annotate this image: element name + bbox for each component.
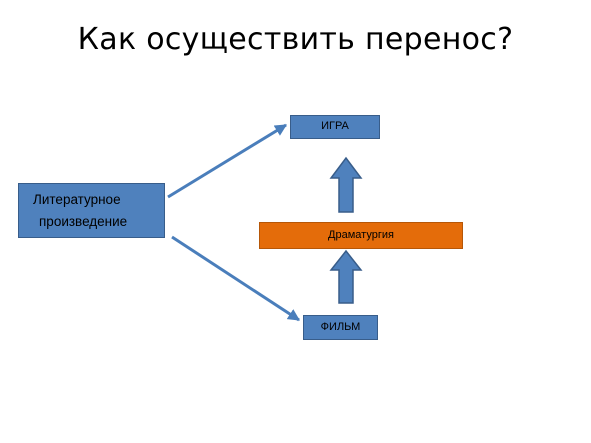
slide-title: Как осуществить перенос? bbox=[77, 22, 514, 57]
arrow-source-to-game bbox=[167, 123, 288, 199]
arrow-source-to-film bbox=[171, 235, 301, 322]
node-literary-work: Литературное произведение bbox=[18, 183, 165, 238]
node-literary-work-line2: произведение bbox=[39, 214, 128, 229]
block-arrow-up-lower bbox=[329, 249, 363, 304]
node-dramaturgy: Драматургия bbox=[259, 222, 463, 249]
block-arrow-up-upper bbox=[329, 156, 363, 213]
node-literary-work-line1: Литературное bbox=[33, 192, 121, 207]
node-film: ФИЛЬМ bbox=[303, 315, 378, 340]
node-game: ИГРА bbox=[290, 115, 380, 139]
